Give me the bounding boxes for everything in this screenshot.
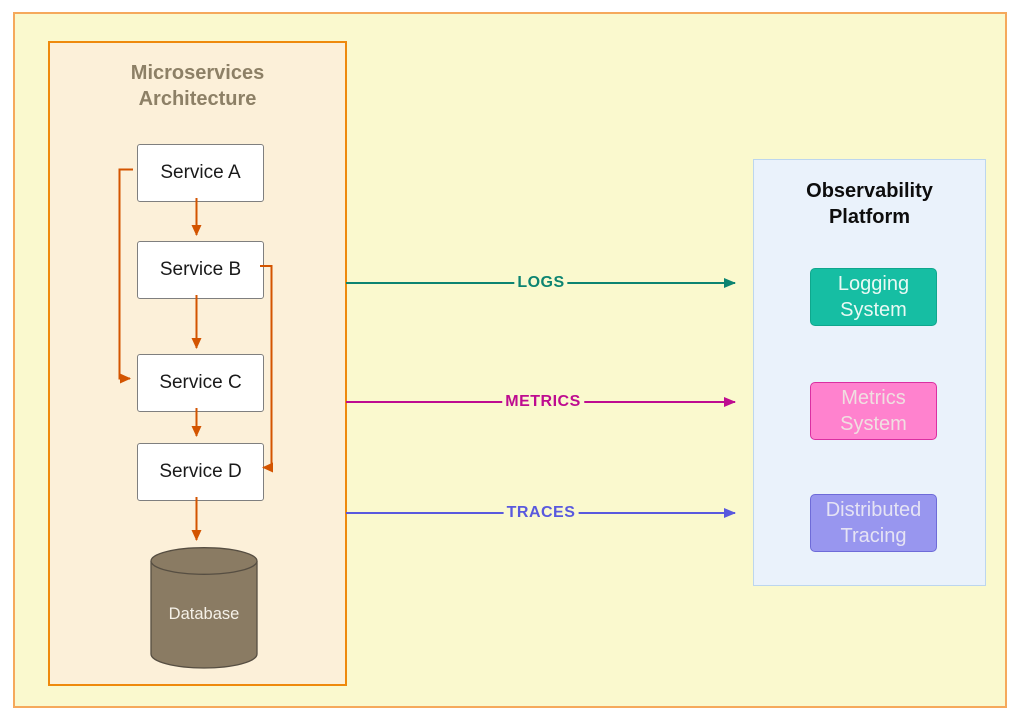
logging-system-node: Logging System [810, 268, 937, 326]
logs-flow-label: LOGS [514, 274, 568, 292]
microservices-title: Microservices Architecture [130, 62, 265, 110]
observability-container: Observability Platform Logging System Me… [753, 159, 986, 586]
metrics-flow-label: METRICS [502, 393, 584, 411]
database-cylinder-shape [150, 547, 258, 669]
diagram-canvas: Microservices Architecture Service A Ser… [13, 12, 1007, 708]
metrics-system-node: Metrics System [810, 382, 937, 440]
service-b-node: Service B [137, 241, 264, 299]
microservices-container: Microservices Architecture Service A Ser… [48, 41, 347, 686]
traces-flow-label: TRACES [503, 504, 579, 522]
database-label: Database [168, 605, 240, 623]
service-c-node: Service C [137, 354, 264, 412]
service-d-node: Service D [137, 443, 264, 501]
observability-title: Observability Platform [806, 180, 933, 228]
distributed-tracing-node: Distributed Tracing [810, 494, 937, 552]
database-node: Database [150, 547, 258, 669]
service-a-node: Service A [137, 144, 264, 202]
